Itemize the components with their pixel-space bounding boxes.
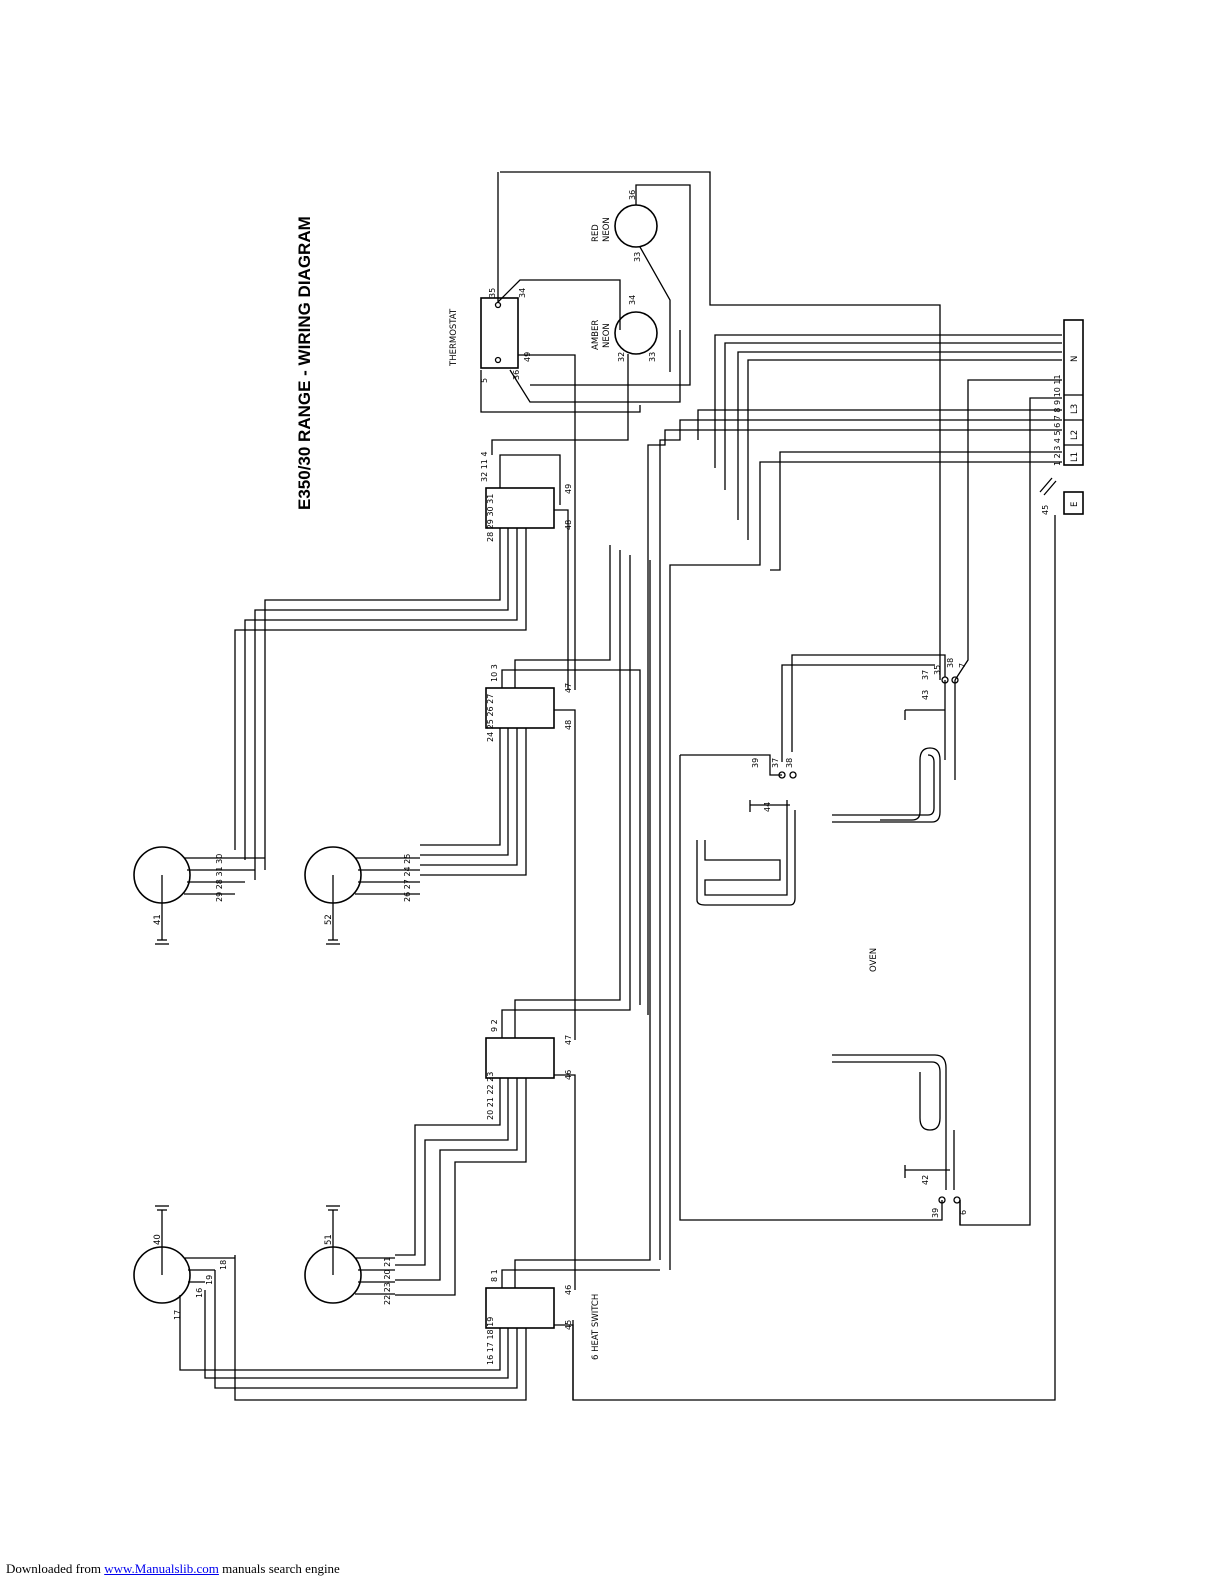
terminal-E: E <box>1070 502 1080 507</box>
hotplate-41: 41 29 28 31 30 <box>133 846 265 945</box>
element-44-t3: 38 <box>785 758 794 768</box>
switch-3-side-b: 47 <box>564 1035 573 1045</box>
switch-3-top-wires: 9 2 <box>490 1019 499 1032</box>
amber-neon-wire-33: 33 <box>648 352 657 362</box>
switch-1-top-wires: 32 11 4 <box>480 451 489 482</box>
hotplate-41-wires: 29 28 31 30 <box>215 854 224 902</box>
switch-1-output-wires: 28 29 30 31 <box>486 494 495 542</box>
red-neon-label-2: NEON <box>602 217 612 242</box>
switch-4-top-wires: 8 1 <box>490 1269 499 1282</box>
footer-suffix: manuals search engine <box>218 1561 340 1576</box>
manualslib-link[interactable]: www.Manualslib.com <box>104 1561 219 1576</box>
hotplate-40-w3: 19 <box>205 1275 214 1285</box>
thermostat-wire-5: 5 <box>480 378 489 383</box>
thermostat: THERMOSTAT 35 34 5 36 49 <box>449 172 681 690</box>
terminal-block: L1 L2 L3 N 1 2 3 4 5 6 7 8 9 10 11 E 45 <box>1039 319 1084 515</box>
terminal-L3: L3 <box>1070 404 1080 414</box>
thermostat-wire-35: 35 <box>488 288 497 298</box>
hotplate-40-id: 40 <box>153 1234 163 1245</box>
switch-2-side-a: 47 <box>564 683 573 693</box>
hotplate-52: 52 26 27 24 25 <box>304 846 420 945</box>
switch-2-side-b: 48 <box>564 720 573 730</box>
element-43-t4: 7 <box>958 663 967 668</box>
hotplate-40-w4: 18 <box>219 1260 228 1270</box>
energy-regulator-2: 10 3 24 25 26 27 47 48 <box>420 545 641 1040</box>
hotplate-40-w2: 16 <box>195 1288 204 1298</box>
terminal-L2: L2 <box>1070 430 1080 440</box>
thermostat-label: THERMOSTAT <box>449 308 459 367</box>
amber-neon-wire-32: 32 <box>617 352 626 362</box>
energy-regulator-3: 9 2 20 21 22 23 46 47 <box>395 550 631 1296</box>
footer: Downloaded from www.Manualslib.com manua… <box>6 1561 340 1577</box>
hotplate-51-id: 51 <box>324 1234 334 1245</box>
thermostat-wire-34: 34 <box>518 288 527 298</box>
hotplate-52-id: 52 <box>324 914 334 925</box>
element-42-id: 42 <box>921 1175 930 1185</box>
amber-neon-label-1: AMBER <box>591 320 601 350</box>
heat-switch-label: 6 HEAT SWITCH <box>591 1294 601 1360</box>
hotplate-40: 40 17 16 19 18 <box>133 1205 235 1320</box>
element-44-id: 44 <box>763 802 772 812</box>
switch-4-output-wires: 16 17 18 19 <box>486 1317 495 1365</box>
amber-neon: AMBER NEON 34 32 33 <box>491 295 658 455</box>
element-42-t1: 39 <box>931 1208 940 1218</box>
red-neon-label-1: RED <box>591 224 601 242</box>
switch-4-side-b: 46 <box>564 1285 573 1295</box>
element-43-t1: 37 <box>921 670 930 680</box>
red-neon: RED NEON 36 33 <box>530 184 691 386</box>
element-43-t3: 38 <box>946 658 955 668</box>
hotplate-52-wires: 26 27 24 25 <box>403 854 412 902</box>
switch-2-output-wires: 24 25 26 27 <box>486 694 495 742</box>
earth-wire-label: 45 <box>1041 505 1050 515</box>
six-heat-switch: 8 1 16 17 18 19 45 46 6 HEAT SWITCH <box>179 560 660 1401</box>
element-44-t1: 39 <box>751 758 760 768</box>
hotplate-51: 51 22 23 20 21 <box>304 1205 395 1305</box>
hotplate-41-id: 41 <box>153 914 163 925</box>
element-42-t2: 6 <box>959 1210 968 1215</box>
switch-1-side-b: 49 <box>564 484 573 494</box>
oven-label: OVEN <box>869 948 879 972</box>
thermostat-wire-49: 49 <box>523 352 532 362</box>
element-43-t2: 35 <box>933 665 942 675</box>
switch-3-output-wires: 20 21 22 23 <box>486 1072 495 1120</box>
thermostat-wire-36: 36 <box>512 370 521 380</box>
footer-prefix: Downloaded from <box>6 1561 105 1576</box>
hotplate-51-wires: 22 23 20 21 <box>383 1257 392 1305</box>
red-neon-wire-36: 36 <box>628 190 637 200</box>
supply-wiring <box>500 171 1062 1401</box>
oven: OVEN 43 37 35 38 7 44 39 37 38 <box>679 654 968 1225</box>
hotplate-40-w1: 17 <box>173 1310 182 1320</box>
diagram-title: E350/30 RANGE - WIRING DIAGRAM <box>295 216 314 510</box>
amber-neon-label-2: NEON <box>602 323 612 348</box>
terminal-N: N <box>1070 356 1080 362</box>
switch-2-top-wires: 10 3 <box>490 664 499 682</box>
amber-neon-wire-34: 34 <box>628 295 637 305</box>
energy-regulator-1: 32 11 4 28 29 30 31 48 49 <box>234 451 573 880</box>
terminal-L1: L1 <box>1070 452 1080 462</box>
element-43-id: 43 <box>921 690 930 700</box>
element-44-t2: 37 <box>771 758 780 768</box>
red-neon-wire-33: 33 <box>633 252 642 262</box>
